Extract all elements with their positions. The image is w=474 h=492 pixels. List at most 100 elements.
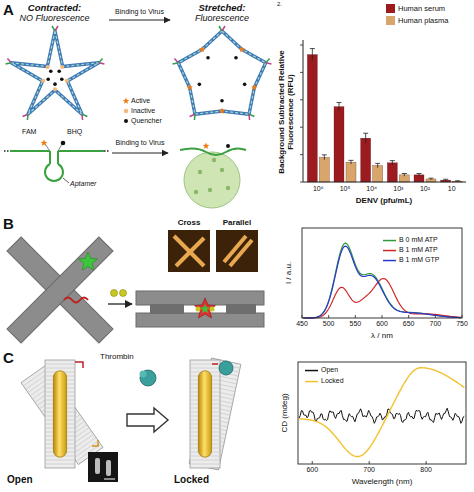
quencher	[198, 83, 202, 87]
active-fluorophore	[251, 84, 257, 90]
tem-background	[88, 452, 118, 482]
atp-molecule	[196, 307, 201, 312]
dna-strand	[10, 150, 50, 152]
axis-tick	[300, 127, 303, 128]
hairpin-stem	[49, 151, 51, 164]
arrow-connector	[109, 19, 170, 20]
dna-origami-cross	[7, 237, 113, 343]
origami-block	[150, 304, 184, 314]
helix-line	[190, 460, 220, 461]
error-cap	[322, 154, 327, 155]
helix-line	[45, 464, 75, 465]
active-fluorophore	[203, 142, 210, 149]
afm-background	[168, 230, 210, 272]
illustration-node: Stretched:Fluorescence	[172, 0, 272, 125]
node-heading: NO Fluorescence	[19, 13, 89, 24]
tem-rod	[106, 460, 111, 476]
fam-fluorophore	[41, 139, 48, 146]
label-text: Cross	[178, 218, 201, 227]
bar-chart	[300, 40, 466, 182]
origami-arm	[7, 237, 113, 343]
label-text: 550	[349, 320, 361, 328]
label-text: 2.	[277, 1, 282, 8]
strand-tip	[7, 58, 11, 62]
aptamer-hook	[92, 440, 98, 446]
virus-protein	[208, 188, 212, 192]
error-bar	[392, 161, 393, 165]
process-arrow	[108, 303, 132, 304]
thrombin-lobe	[140, 371, 147, 378]
virus-protein	[220, 168, 224, 172]
cd-chart	[298, 362, 466, 464]
red-strand	[64, 298, 88, 303]
label-text: A	[3, 1, 14, 18]
aptamer-hook	[75, 362, 83, 368]
hairpin-stem	[57, 151, 59, 164]
thrombin	[140, 370, 156, 386]
label-text: Active	[131, 97, 150, 105]
legend-line-sample	[383, 250, 396, 252]
error-cap	[429, 178, 434, 179]
legend-line-sample	[383, 260, 396, 262]
error-cap	[390, 160, 395, 161]
bar	[307, 55, 317, 182]
label-text: 10⁶	[313, 185, 324, 193]
legend-text: B 1 mM GTP	[399, 256, 439, 263]
afm-background	[216, 230, 258, 272]
label-text: 700	[429, 320, 441, 328]
quencher	[206, 56, 210, 60]
error-bar	[404, 174, 405, 177]
axis-tick	[302, 315, 303, 318]
origami-arm	[136, 291, 264, 305]
afm-image-cross	[168, 230, 210, 272]
origami-arm	[7, 237, 113, 343]
virus-protein	[212, 158, 216, 162]
bar	[319, 157, 329, 182]
label-text: 10	[448, 185, 456, 193]
inactive-symbol	[124, 109, 128, 113]
active-symbol	[123, 98, 129, 104]
error-cap	[443, 179, 448, 180]
plot-frame	[298, 362, 466, 464]
label-text: Thrombin	[100, 352, 134, 361]
atp-molecule	[120, 290, 127, 297]
legend-text: Open	[321, 366, 338, 373]
quencher	[60, 77, 64, 81]
error-bar	[351, 160, 352, 164]
locked-bundle-back	[189, 358, 241, 470]
dna-strand	[4, 150, 10, 152]
block-arrow	[127, 408, 168, 432]
legend-item: Human plasma	[386, 16, 448, 25]
thrombin	[219, 361, 233, 375]
error-bar	[365, 133, 366, 143]
inactive-fluorophore	[46, 65, 50, 69]
label-text: 450	[296, 320, 308, 328]
scale-bar	[104, 479, 115, 480]
label-text: 10³	[393, 185, 403, 193]
dna-origami-parallel	[136, 291, 264, 327]
hairpin-loop	[45, 164, 63, 181]
node-heading: Contracted:	[28, 2, 81, 13]
legend-text: Human serum	[398, 4, 445, 13]
bar	[334, 107, 344, 182]
spectrum-chart	[302, 228, 462, 318]
virus-protein	[198, 170, 202, 174]
strand-tip	[27, 114, 29, 120]
label-text: 800	[420, 466, 432, 474]
stretched-dna-star	[173, 26, 272, 120]
helix-line	[23, 369, 48, 386]
strand-tip	[219, 26, 222, 31]
inactive-fluorophore	[65, 79, 69, 83]
error-bar	[324, 155, 325, 160]
axis-tick	[300, 72, 303, 73]
origami-bundle	[189, 358, 241, 470]
green-fluorophore	[78, 252, 97, 270]
legend-line-sample	[305, 381, 318, 383]
origami-bundle	[45, 360, 75, 468]
axis-tick	[300, 45, 303, 46]
label-text: 10⁴	[366, 185, 377, 193]
node-heading: Fluorescence	[195, 13, 249, 24]
strand-tip	[99, 58, 103, 62]
atp-molecule	[111, 290, 118, 297]
bar	[346, 162, 356, 182]
